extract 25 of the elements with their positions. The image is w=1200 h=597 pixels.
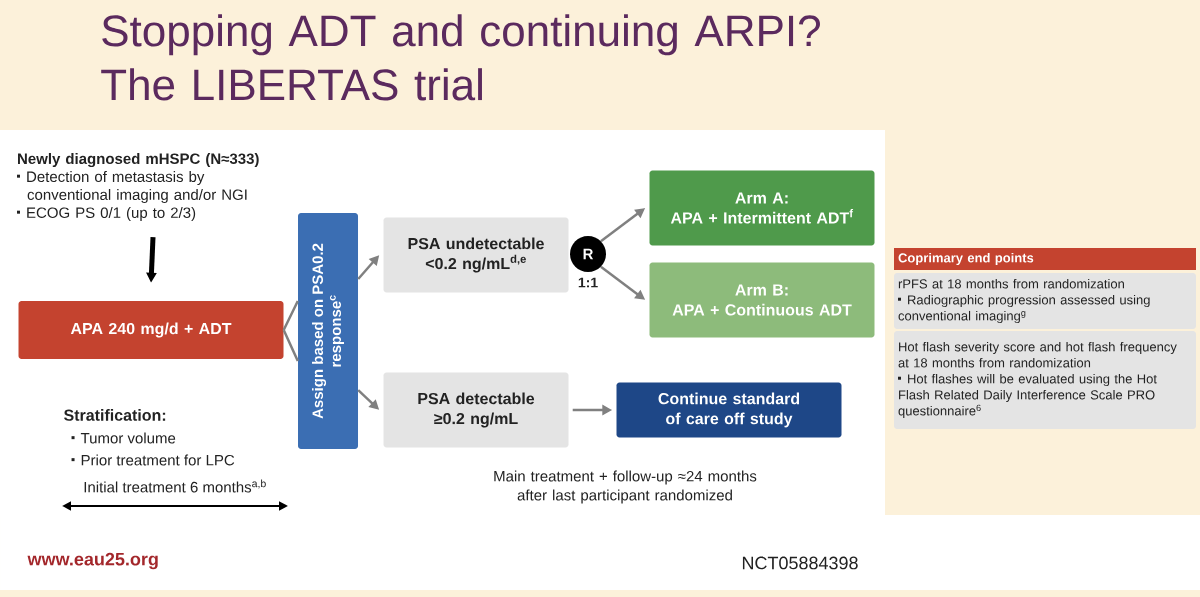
header-band: Coprimary end points — [894, 248, 1196, 270]
arm-box: Arm B: APA + Continuous ADT — [649, 262, 875, 338]
node-label: Radiographic progression assessed using conventional imaging$^{g}$ — [898, 294, 1150, 324]
node-label: rPFS at 18 months from randomization — [898, 278, 1124, 289]
duration-label: Initial treatment 6 months$^{a,b}$ — [84, 479, 266, 493]
arrow — [282, 299, 300, 363]
process-box: PSA detectable ≥0.2 ng/mL — [383, 372, 569, 448]
duration-note: Main treatment + follow-up ≈24 months after last participant randomized — [494, 470, 757, 504]
node-label: Hot flash severity score and hot flash frequency at 18 months from randomization — [898, 341, 1177, 368]
node-label: Hot flashes will be evaluated using the Hot Flash Related Daily Interference Scale PRO questionnaire$^{6}$ — [898, 373, 1157, 419]
assignment-box: Assign based on PSA0.2 response$^{c}$ — [298, 213, 358, 449]
bullet-text: Prior treatment for LPC — [71, 454, 235, 466]
slide-title: Stopping ADT and continuing ARPI? The LIBERTAS trial — [101, 14, 820, 101]
trial-id: NCT05884398 — [742, 556, 858, 570]
ratio-label: 1:1 — [578, 277, 598, 288]
process-box: APA 240 mg/d + ADT — [18, 301, 284, 359]
process-box: PSA undetectable <0.2 ng/mL$^{d,e}$ — [383, 217, 569, 293]
endpoint-box: Hot flash severity score and hot flash frequency at 18 months from randomization Hot flashes will be evaluated using the Hot Flash Related Daily Interference Scale PRO questionnaire$^{6}$ — [894, 331, 1196, 429]
process-box: Continue standard of care off study — [616, 382, 842, 438]
stratification-heading: Stratification: — [64, 409, 166, 421]
web-address: www.eau25.org — [27, 552, 158, 570]
endpoint-box: rPFS at 18 months from randomization Radiographic progression assessed using conventional imaging$^{g}$ — [894, 273, 1196, 329]
bullet-text: Tumor volume — [71, 432, 176, 444]
arm-box: Arm A: APA + Intermittent ADT$^{f}$ — [649, 170, 875, 246]
eligibility-text: Newly diagnosed mHSPC (N≈333) Detection of metastasis by conventional imaging and/or NGI ECOG PS 0/1 (up to 2/3) — [17, 153, 259, 221]
